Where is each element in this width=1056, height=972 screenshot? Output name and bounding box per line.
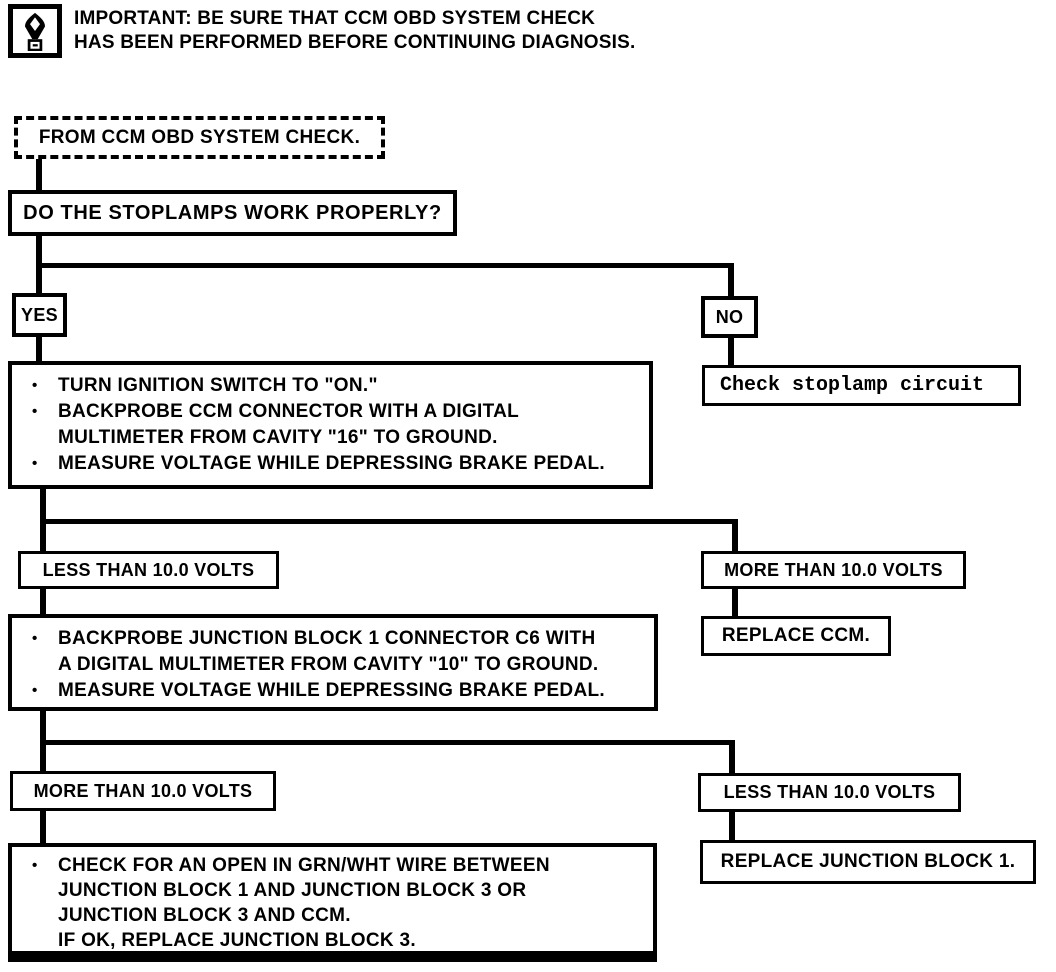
step2-row: A DIGITAL MULTIMETER FROM CAVITY "10" TO… [28,652,644,678]
step3-row: IF OK, REPLACE JUNCTION BLOCK 3. [28,928,643,953]
important-exclamation-icon [8,4,62,58]
important-notice-line1: IMPORTANT: BE SURE THAT CCM OBD SYSTEM C… [74,8,596,29]
connector-no-to-action [728,337,734,367]
step1-line: MULTIMETER FROM CAVITY "16" TO GROUND. [58,427,498,448]
connector-branch2-to-more1 [732,519,738,553]
bullet-spacer [28,903,58,928]
connector-more2-to-step3 [40,810,46,845]
check-stoplamp-label: Check stoplamp circuit [720,374,985,397]
step1-row: • BACKPROBE CCM CONNECTOR WITH A DIGITAL [28,399,639,425]
connector-branch3-horizontal [40,740,735,745]
bullet-spacer [28,425,58,451]
step2-row: • MEASURE VOLTAGE WHILE DEPRESSING BRAKE… [28,678,644,704]
connector-branch1-horizontal [36,263,734,268]
connector-branch1-to-no [728,263,734,298]
bullet-icon: • [32,377,38,394]
yes-node: YES [12,293,67,337]
connector-more1-to-replaceccm [732,588,738,618]
replace-ccm-label: REPLACE CCM. [721,625,871,646]
step2-row: • BACKPROBE JUNCTION BLOCK 1 CONNECTOR C… [28,626,644,652]
step1-row: • MEASURE VOLTAGE WHILE DEPRESSING BRAKE… [28,451,639,477]
step3-row: JUNCTION BLOCK 3 AND CCM. [28,903,643,928]
replace-junction-block-1-node: REPLACE JUNCTION BLOCK 1. [700,840,1036,884]
question-node-label: DO THE STOPLAMPS WORK PROPERLY? [23,201,442,224]
check-stoplamp-node: Check stoplamp circuit [702,365,1021,406]
connector-less1-to-step2 [40,588,46,616]
more-than-10-node-2: MORE THAN 10.0 VOLTS [10,771,276,811]
connector-entry-to-question [36,157,42,192]
bullet-icon: • [32,857,38,874]
bullet-icon: • [32,630,38,647]
bullet-icon: • [32,403,38,420]
connector-branch3-to-less2 [729,740,735,776]
no-node: NO [701,296,758,338]
step2-line: BACKPROBE JUNCTION BLOCK 1 CONNECTOR C6 … [58,628,596,649]
step3-line: JUNCTION BLOCK 3 AND CCM. [58,905,351,926]
bullet-spacer [28,878,58,903]
important-notice-line2: HAS BEEN PERFORMED BEFORE CONTINUING DIA… [74,32,636,53]
less-than-10-label: LESS THAN 10.0 VOLTS [42,559,255,580]
step1-line: MEASURE VOLTAGE WHILE DEPRESSING BRAKE P… [58,453,605,474]
exclamation-glyph [25,12,45,51]
no-label: NO [715,306,744,327]
step1-line: TURN IGNITION SWITCH TO "ON." [58,375,378,396]
entry-node: FROM CCM OBD SYSTEM CHECK. [14,116,385,159]
important-notice: IMPORTANT: BE SURE THAT CCM OBD SYSTEM C… [74,7,636,55]
less-than-10-label: LESS THAN 10.0 VOLTS [723,782,936,802]
step1-line: BACKPROBE CCM CONNECTOR WITH A DIGITAL [58,401,520,422]
step2-line: A DIGITAL MULTIMETER FROM CAVITY "10" TO… [58,654,599,675]
more-than-10-node-1: MORE THAN 10.0 VOLTS [701,551,966,589]
step2-node: • BACKPROBE JUNCTION BLOCK 1 CONNECTOR C… [8,614,658,711]
less-than-10-node-2: LESS THAN 10.0 VOLTS [698,773,961,812]
entry-node-label: FROM CCM OBD SYSTEM CHECK. [38,126,361,148]
bullet-icon: • [32,455,38,472]
connector-less2-to-replacejb1 [729,811,735,842]
more-than-10-label: MORE THAN 10.0 VOLTS [724,559,943,580]
bullet-spacer [28,928,58,953]
yes-label: YES [21,304,58,325]
connector-branch2-horizontal [40,519,738,524]
replace-junction-block-1-label: REPLACE JUNCTION BLOCK 1. [720,851,1016,872]
step3-line: CHECK FOR AN OPEN IN GRN/WHT WIRE BETWEE… [58,855,550,876]
step2-line: MEASURE VOLTAGE WHILE DEPRESSING BRAKE P… [58,680,605,701]
step3-row: • CHECK FOR AN OPEN IN GRN/WHT WIRE BETW… [28,853,643,878]
step1-row: MULTIMETER FROM CAVITY "16" TO GROUND. [28,425,639,451]
bullet-icon: • [32,682,38,699]
step1-row: • TURN IGNITION SWITCH TO "ON." [28,373,639,399]
step3-line: IF OK, REPLACE JUNCTION BLOCK 3. [58,930,416,951]
question-node: DO THE STOPLAMPS WORK PROPERLY? [8,190,457,236]
replace-ccm-node: REPLACE CCM. [701,616,891,656]
bullet-spacer [28,652,58,678]
step1-node: • TURN IGNITION SWITCH TO "ON." • BACKPR… [8,361,653,489]
step3-line: JUNCTION BLOCK 1 AND JUNCTION BLOCK 3 OR [58,880,527,901]
more-than-10-label: MORE THAN 10.0 VOLTS [33,780,253,801]
step3-row: JUNCTION BLOCK 1 AND JUNCTION BLOCK 3 OR [28,878,643,903]
connector-yes-to-step1 [36,336,42,363]
step3-node: • CHECK FOR AN OPEN IN GRN/WHT WIRE BETW… [8,843,657,962]
less-than-10-node-1: LESS THAN 10.0 VOLTS [18,551,279,589]
